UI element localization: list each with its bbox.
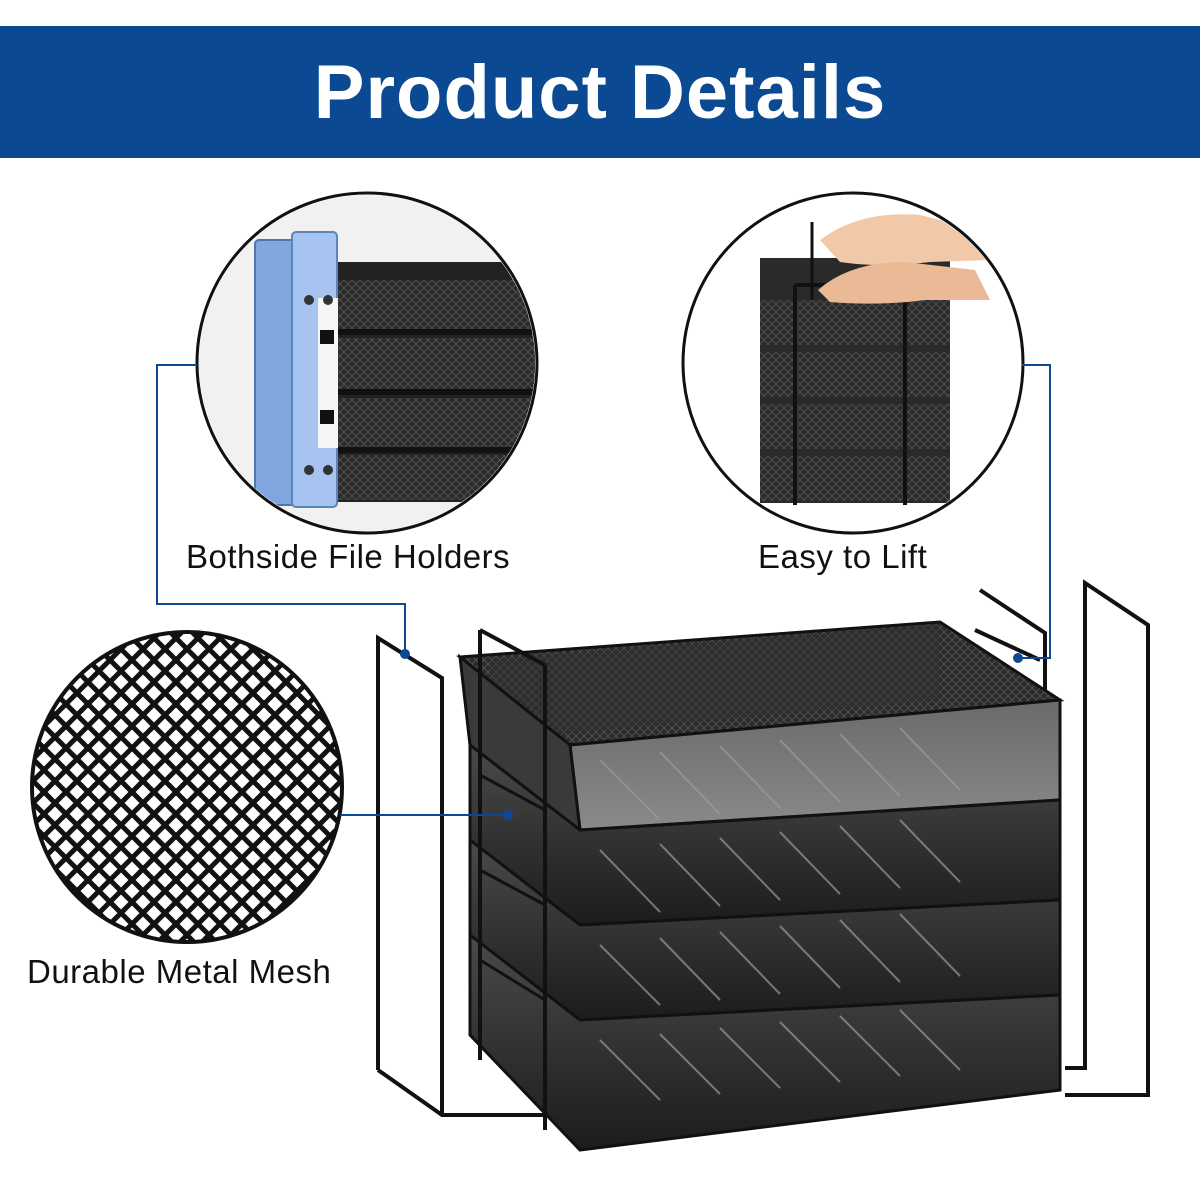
connector-lines xyxy=(156,364,1051,816)
title-banner: Product Details xyxy=(0,26,1200,158)
callout-file-holders: Bothside File Holders xyxy=(186,538,511,575)
tray-stack-closeup xyxy=(330,262,535,502)
callout-easy-lift: Easy to Lift xyxy=(758,538,928,575)
callout-metal-mesh: Durable Metal Mesh xyxy=(27,953,332,990)
easy-lift-detail xyxy=(681,191,1025,535)
lifting-hands-icon xyxy=(818,214,990,304)
page-title: Product Details xyxy=(313,49,887,135)
connector-dot xyxy=(503,810,513,820)
metal-mesh-detail xyxy=(30,630,344,944)
tray-organizer-main xyxy=(376,579,1150,1152)
file-holders-detail xyxy=(195,191,539,535)
connector-dot xyxy=(1013,653,1023,663)
connector-dot xyxy=(400,649,410,659)
binder-icon xyxy=(254,231,338,508)
